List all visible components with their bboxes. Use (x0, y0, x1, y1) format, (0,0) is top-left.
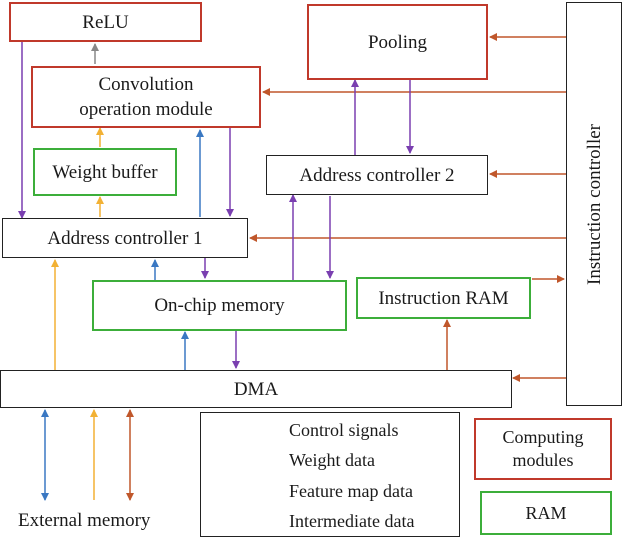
legend-computing-modules-label: Computing modules (502, 427, 584, 470)
relu-label: ReLU (82, 11, 129, 33)
instruction-controller-box: Instruction controller (566, 2, 622, 406)
dma-label: DMA (233, 378, 279, 400)
legend-label-intermediate: Intermediate data (289, 511, 415, 531)
legend-ram-label: RAM (525, 502, 567, 523)
legend-computing-modules-box: Computing modules (474, 418, 612, 480)
convolution-label-line2: operation module (79, 99, 213, 120)
legend-label-weight: Weight data (289, 450, 376, 470)
weight-buffer-label: Weight buffer (52, 161, 158, 183)
convolution-label-line1: Convolution (98, 74, 194, 95)
pooling-label: Pooling (367, 31, 428, 53)
on-chip-memory-label: On-chip memory (154, 295, 285, 316)
on-chip-memory-box: On-chip memory (92, 280, 347, 331)
address-controller-2-label: Address controller 2 (299, 164, 455, 186)
legend-ram-box: RAM (480, 491, 612, 535)
legend-label-control: Control signals (289, 420, 399, 440)
address-controller-2-box: Address controller 2 (266, 155, 488, 195)
external-memory-label: External memory (18, 510, 151, 531)
weight-buffer-box: Weight buffer (33, 148, 177, 196)
legend-box (200, 412, 460, 537)
dma-box: DMA (0, 370, 512, 408)
legend-label-feature: Feature map data (289, 481, 413, 501)
instruction-ram-box: Instruction RAM (356, 277, 531, 319)
instruction-controller-label: Instruction controller (583, 123, 605, 285)
pooling-box: Pooling (307, 4, 488, 80)
address-controller-1-label: Address controller 1 (47, 227, 203, 249)
relu-box: ReLU (9, 2, 202, 42)
convolution-box: Convolution operation module (31, 66, 261, 128)
address-controller-1-box: Address controller 1 (2, 218, 248, 258)
instruction-ram-label: Instruction RAM (378, 287, 509, 309)
